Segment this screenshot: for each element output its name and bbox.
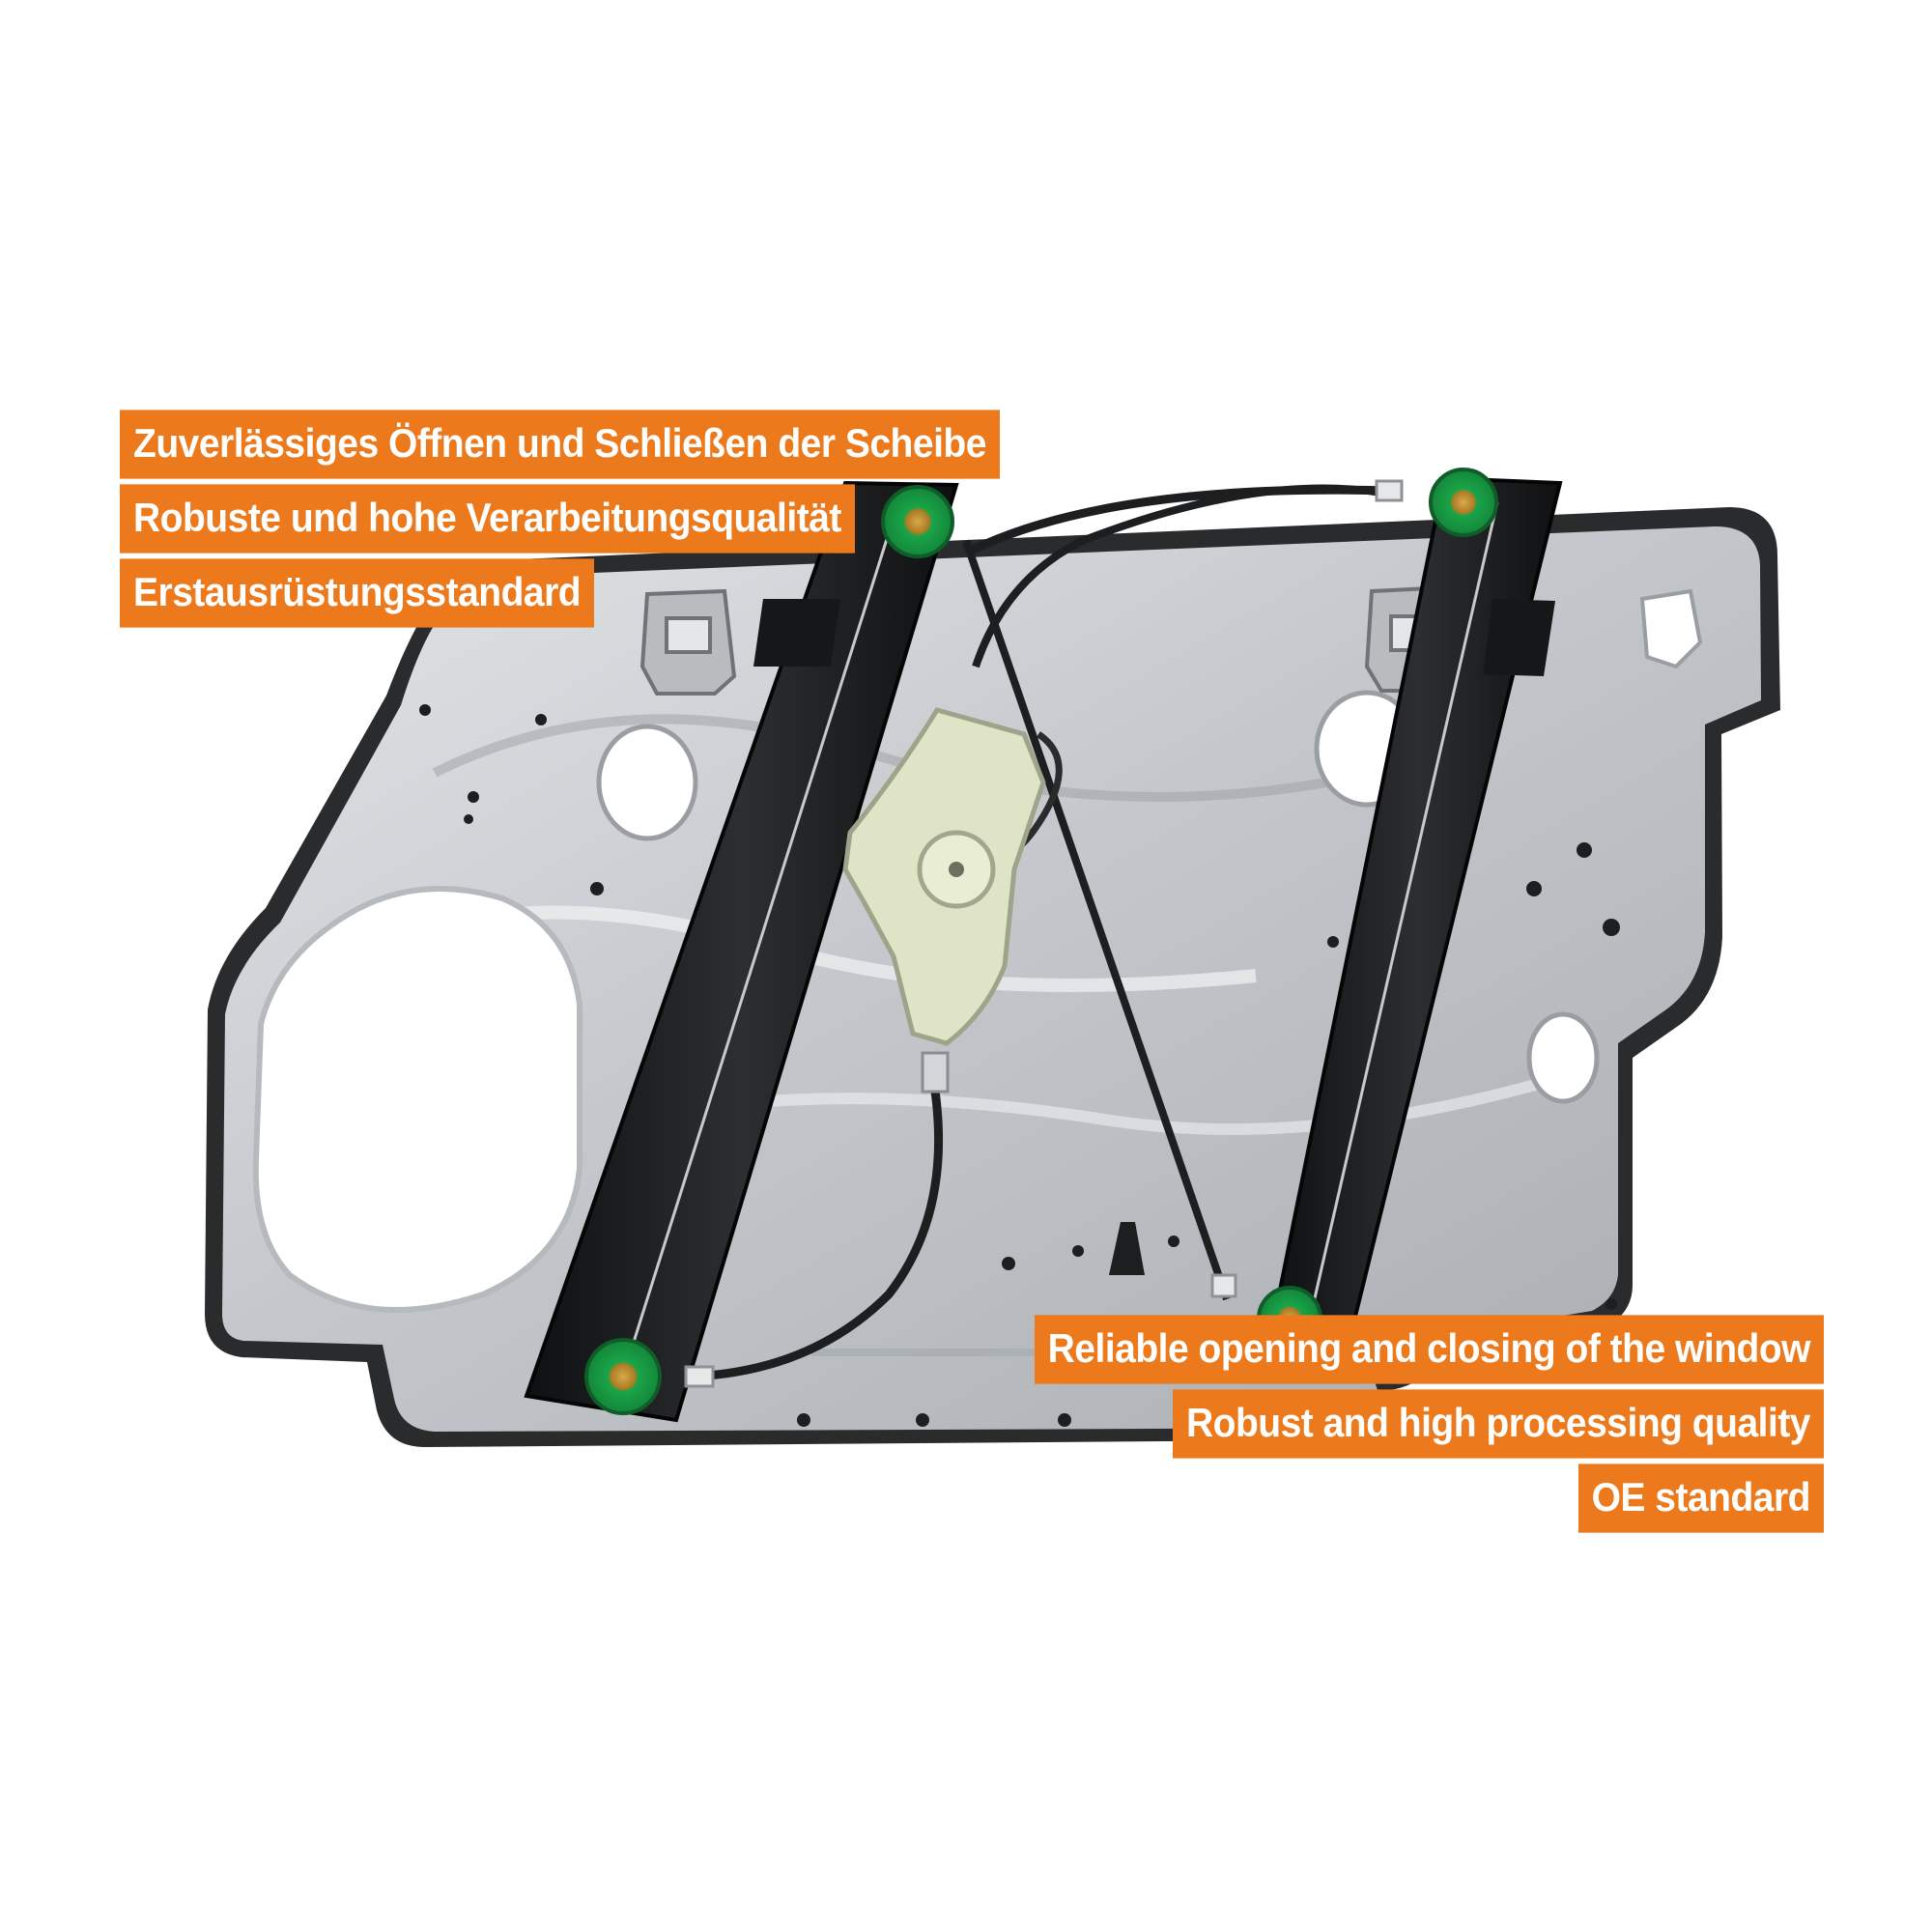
hole-right: [1526, 1011, 1600, 1104]
hole-corner: [1639, 588, 1703, 669]
keyhole-slot: [1109, 1222, 1145, 1275]
rail-left-bracket: [753, 599, 840, 667]
speaker-cutout: [252, 886, 582, 1313]
label-reliable-opening-de: Zuverlässiges Öffnen und Schließen der S…: [120, 410, 1000, 479]
hole-upper-left: [596, 724, 698, 841]
cable-upper-2: [972, 484, 1382, 668]
cable-lower: [690, 1071, 944, 1381]
label-robust-quality-de: Robuste und hohe Verarbeitungsqualität: [120, 484, 855, 554]
rail-left-wire: [616, 501, 900, 1392]
label-oe-standard-de: Erstausrüstungsstandard: [120, 558, 595, 628]
roller-top-right: [1429, 468, 1498, 537]
roller-top-left: [881, 485, 954, 558]
cable-fitting-bottom: [684, 1365, 715, 1388]
carrier-hub-center: [949, 862, 964, 877]
cable-fitting-diag: [1210, 1273, 1237, 1298]
panel-ridge-2: [432, 714, 1451, 802]
label-oe-standard-en: OE standard: [1577, 1463, 1824, 1533]
label-reliable-opening-en: Reliable opening and closing of the wind…: [1034, 1315, 1824, 1384]
cable-diagonal: [962, 539, 1231, 1301]
label-robust-quality-en: Robust and high processing quality: [1172, 1389, 1824, 1459]
roller-bottom-left: [584, 1338, 662, 1415]
cable-fitting-top: [1375, 479, 1404, 502]
clip-left: [639, 588, 737, 696]
rail-right-bracket: [1483, 599, 1555, 676]
rail-left: [524, 480, 959, 1423]
rail-right-wire: [1307, 501, 1499, 1324]
carrier-spring: [921, 1051, 950, 1094]
